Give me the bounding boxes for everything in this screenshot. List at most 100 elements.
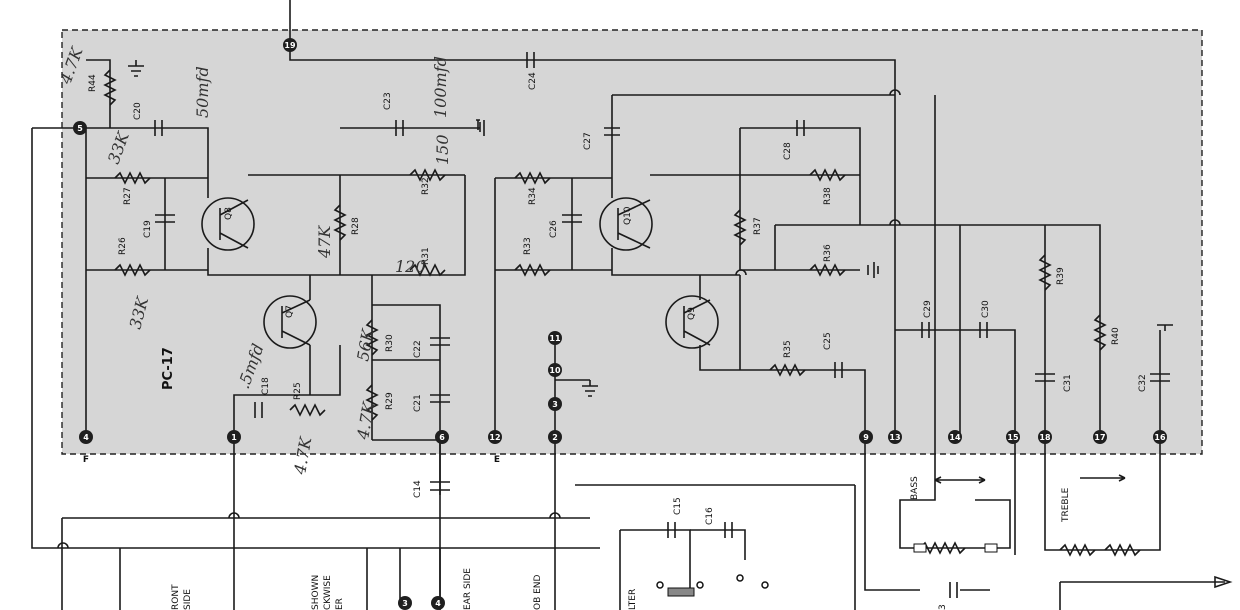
pin-5 — [73, 121, 87, 135]
svg-text:4: 4 — [83, 433, 89, 442]
crossover-humps — [57, 89, 901, 549]
svg-text:3: 3 — [938, 604, 948, 610]
c19-capacitor — [155, 214, 175, 223]
pin-13 — [888, 430, 902, 444]
svg-text:17: 17 — [1094, 433, 1105, 442]
pin-1 — [227, 430, 241, 444]
board-name: PC-17 — [161, 347, 176, 390]
svg-text:RONT: RONT — [171, 584, 181, 610]
svg-text:14: 14 — [949, 433, 961, 442]
pin-bottom-4 — [431, 596, 445, 610]
r39-resistor — [1038, 254, 1052, 291]
svg-text:100mfd: 100mfd — [431, 56, 450, 118]
r40-resistor — [1093, 314, 1107, 351]
svg-text:10: 10 — [549, 366, 561, 375]
c20-capacitor — [154, 120, 163, 136]
svg-text:2: 2 — [552, 433, 558, 442]
svg-text:18: 18 — [1039, 433, 1051, 442]
svg-text:C24: C24 — [528, 72, 538, 90]
svg-text:Q7: Q7 — [285, 305, 295, 318]
svg-text:C28: C28 — [783, 142, 793, 160]
r31-resistor — [409, 263, 446, 277]
r32-resistor — [409, 168, 446, 182]
pin-10 — [548, 363, 562, 377]
ground-symbols — [128, 60, 1173, 397]
svg-text:C29: C29 — [923, 300, 933, 318]
svg-text:Q10: Q10 — [623, 206, 633, 225]
pin-2 — [548, 430, 562, 444]
r44-resistor — [103, 69, 117, 106]
treble-label: TREBLE — [1061, 487, 1071, 523]
svg-text:C25: C25 — [823, 332, 833, 350]
c18-capacitor — [254, 402, 263, 418]
transistors — [201, 197, 719, 349]
svg-text:50mfd: 50mfd — [193, 66, 212, 118]
c21-capacitor — [430, 394, 450, 403]
svg-text:R31: R31 — [421, 247, 431, 265]
c31-capacitor — [1035, 373, 1055, 382]
svg-text:47K: 47K — [315, 225, 334, 259]
r35-resistor — [769, 363, 806, 377]
pin-19 — [283, 38, 297, 52]
pin-12 — [488, 430, 502, 444]
q7-transistor — [263, 295, 317, 349]
c28-capacitor — [796, 120, 805, 136]
svg-text:9: 9 — [863, 433, 869, 442]
svg-text:R29: R29 — [385, 392, 395, 410]
svg-text:EAR SIDE: EAR SIDE — [463, 568, 473, 610]
svg-text:LTER: LTER — [628, 589, 638, 610]
r36-resistor — [809, 263, 846, 277]
svg-text:C18: C18 — [261, 377, 271, 395]
pin-15 — [1006, 430, 1020, 444]
svg-text:R26: R26 — [118, 237, 128, 255]
svg-text:ER: ER — [335, 598, 345, 610]
capacitors — [154, 52, 1170, 598]
svg-text:3: 3 — [402, 599, 408, 608]
svg-text:C14: C14 — [413, 480, 423, 498]
r34-resistor — [514, 171, 551, 185]
pin-17 — [1093, 430, 1107, 444]
svg-text:SHOWN: SHOWN — [311, 575, 321, 610]
svg-text:19: 19 — [284, 41, 296, 50]
bass-arrow — [934, 476, 986, 484]
svg-text:C27: C27 — [583, 132, 593, 150]
svg-text:11: 11 — [549, 334, 561, 343]
r27-resistor — [114, 171, 151, 185]
board-shaded-area — [62, 30, 1202, 454]
board-outline — [61, 29, 1203, 455]
filter-pads — [656, 543, 998, 597]
c16-capacitor — [724, 522, 733, 538]
svg-text:3: 3 — [552, 400, 558, 409]
svg-text:15: 15 — [1007, 433, 1019, 442]
svg-text:C22: C22 — [413, 340, 423, 358]
svg-text:4: 4 — [435, 599, 441, 608]
c13-capacitor — [949, 582, 958, 598]
r38-resistor — [809, 168, 846, 182]
svg-text:C20: C20 — [133, 102, 143, 120]
pins: 19 5 1 6 4 12 2 3 10 11 9 13 14 15 18 17… — [73, 38, 1167, 610]
svg-text:R25: R25 — [293, 382, 303, 400]
svg-text:C21: C21 — [413, 394, 423, 412]
svg-text:Q9: Q9 — [687, 307, 697, 320]
c30-capacitor — [979, 322, 988, 338]
svg-text:R44: R44 — [88, 74, 98, 92]
svg-text:13: 13 — [889, 433, 900, 442]
svg-text:R28: R28 — [351, 217, 361, 235]
svg-text:R39: R39 — [1056, 267, 1066, 285]
pin-6 — [435, 430, 449, 444]
svg-text:R33: R33 — [523, 237, 533, 255]
svg-text:120: 120 — [395, 257, 426, 276]
svg-text:1: 1 — [231, 433, 237, 442]
c24-capacitor — [526, 52, 535, 68]
svg-text:R37: R37 — [753, 217, 763, 235]
c26-capacitor — [562, 214, 582, 223]
svg-text:C30: C30 — [981, 300, 991, 318]
q8-transistor — [201, 197, 255, 251]
bass-pot-resistor — [919, 541, 966, 555]
treble-arrow — [1080, 474, 1126, 482]
svg-text:R36: R36 — [823, 244, 833, 262]
r30-resistor — [365, 319, 379, 356]
c29-capacitor — [921, 322, 930, 338]
svg-text:C23: C23 — [383, 92, 393, 110]
